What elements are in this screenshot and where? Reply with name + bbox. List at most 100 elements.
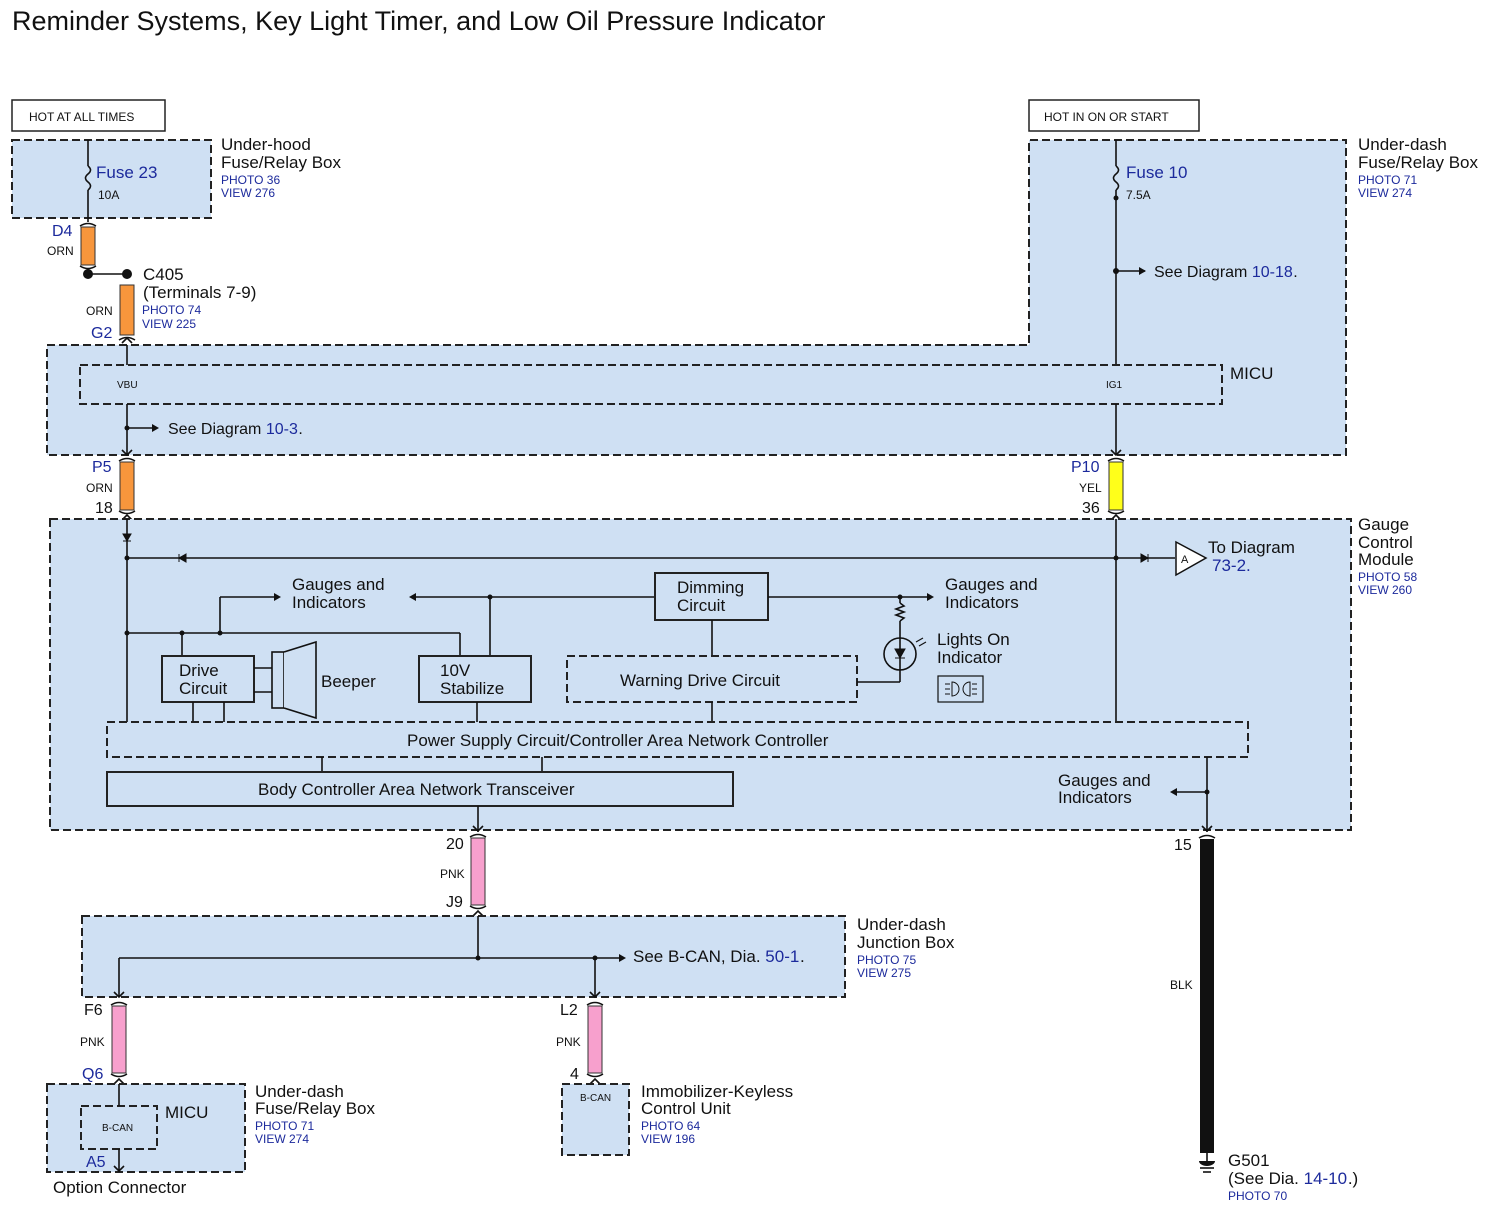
immobilizer-photo: PHOTO 64 — [641, 1119, 700, 1133]
c405-view: VIEW 225 — [142, 317, 196, 331]
wire-yellow-p10 — [1108, 461, 1124, 511]
c405-label: C405 — [143, 265, 184, 284]
wire-black-ground — [1200, 839, 1214, 1153]
wire-orange-g2 — [119, 284, 135, 336]
hot-in-on-label: HOT IN ON OR START — [1044, 110, 1169, 124]
see-bcan-ref[interactable]: 50-1 — [765, 947, 799, 966]
underdash-junction-box — [81, 915, 846, 998]
gauges-label-3a: Gauges and — [1058, 771, 1151, 790]
power-supply-label: Power Supply Circuit/Controller Area Net… — [407, 731, 829, 750]
to-diagram-ref[interactable]: 73-2. — [1212, 556, 1251, 575]
wire-pink-q6 — [111, 1005, 127, 1074]
c405-photo: PHOTO 74 — [142, 303, 201, 317]
c405-terminals: (Terminals 7-9) — [143, 283, 256, 302]
see-diagram-ref-10-3[interactable]: 10-3 — [266, 421, 298, 438]
connector-p10: P10 — [1071, 459, 1100, 476]
10v-stabilize-box — [418, 655, 532, 703]
connector-q6: Q6 — [82, 1066, 103, 1083]
wire-pink-j9 — [470, 837, 486, 906]
underhood-box-name-2: Fuse/Relay Box — [221, 153, 341, 172]
wire-pink-immobilizer — [587, 1005, 603, 1074]
ground-photo: PHOTO 70 — [1228, 1189, 1287, 1203]
wire-orn-1: ORN — [47, 244, 74, 258]
gauges-label-2a: Gauges and — [945, 575, 1038, 594]
off-page-arrow-icon — [1175, 540, 1208, 577]
wire-pnk-3: PNK — [556, 1035, 581, 1049]
see-diagram-ref-10-18[interactable]: 10-18 — [1252, 264, 1293, 281]
see-diagram-10-18: See Diagram 10-18 . — [1154, 264, 1298, 281]
wire-yel: YEL — [1079, 481, 1102, 495]
see-diagram-text-2: See Diagram — [168, 421, 261, 438]
connector-f6: F6 — [84, 1002, 103, 1019]
gcm-view: VIEW 260 — [1358, 583, 1412, 597]
underhood-box-photo: PHOTO 36 — [221, 173, 280, 187]
stabilize-label-1: 10V — [440, 661, 471, 680]
gcm-name-1: Gauge — [1358, 515, 1409, 534]
bottom-micu-label: MICU — [165, 1103, 208, 1122]
wire-orn-2: ORN — [86, 304, 113, 318]
ground-see-end: .) — [1348, 1169, 1358, 1188]
underhood-box-name-1: Under-hood — [221, 135, 311, 154]
underdash-box-name-2: Fuse/Relay Box — [1358, 153, 1478, 172]
see-diagram-10-3: See Diagram 10-3 . — [168, 421, 303, 438]
diode-icon-2 — [177, 553, 187, 563]
immobilizer-bcan: B-CAN — [580, 1093, 611, 1104]
wire-pnk-1: PNK — [440, 867, 465, 881]
wire-pnk-2: PNK — [80, 1035, 105, 1049]
ground-see-ref[interactable]: 14-10 — [1304, 1169, 1347, 1188]
connector-p5: P5 — [92, 459, 112, 476]
underhood-box-view: VIEW 276 — [221, 186, 275, 200]
light-rays-icon — [915, 637, 927, 647]
bottom-micu-bcan: B-CAN — [102, 1123, 133, 1134]
see-diagram-end-1: . — [1293, 264, 1297, 281]
underdash-box-name-1: Under-dash — [1358, 135, 1447, 154]
power-supply-can-controller-box — [106, 721, 1249, 758]
micu-box — [79, 364, 1223, 405]
headlight-symbol-icon — [937, 675, 984, 703]
see-bcan-label: See B-CAN, Dia. 50-1 . — [633, 947, 805, 966]
see-diagram-text-1: See Diagram — [1154, 264, 1247, 281]
gauges-label-1b: Indicators — [292, 593, 366, 612]
beeper-label: Beeper — [321, 672, 376, 691]
junction-box-name-1: Under-dash — [857, 915, 946, 934]
ground-symbol-icon — [1199, 1161, 1215, 1166]
warning-drive-circuit-box — [566, 655, 858, 703]
see-bcan-end: . — [800, 947, 805, 966]
hot-at-all-times-label: HOT AT ALL TIMES — [29, 110, 134, 124]
fuse-23-label: Fuse 23 — [96, 163, 157, 182]
immobilizer-name-1: Immobilizer-Keyless — [641, 1082, 793, 1101]
p5-pin-18: 18 — [95, 500, 113, 517]
connector-j9: J9 — [446, 894, 463, 911]
junction-box-view: VIEW 275 — [857, 966, 911, 980]
off-page-arrow-label: A — [1181, 554, 1189, 566]
ground-g501-label: G501 — [1228, 1151, 1270, 1170]
hot-at-all-times-box — [11, 99, 166, 132]
diode-icon-1 — [122, 533, 132, 543]
gcm-name-2: Control — [1358, 533, 1413, 552]
gcm-name-3: Module — [1358, 550, 1414, 569]
transceiver-label: Body Controller Area Network Transceiver — [258, 780, 575, 799]
junction-box-photo: PHOTO 75 — [857, 953, 916, 967]
wire-orn-3: ORN — [86, 481, 113, 495]
wire-blk: BLK — [1170, 978, 1193, 992]
lights-on-label-2: Indicator — [937, 648, 1003, 667]
gauges-label-1a: Gauges and — [292, 575, 385, 594]
connector-d4: D4 — [52, 223, 73, 240]
immobilizer-pin-4: 4 — [570, 1066, 579, 1083]
see-bcan-text: See B-CAN, Dia. — [633, 947, 761, 966]
gauges-label-3b: Indicators — [1058, 788, 1132, 807]
dimming-label-2: Circuit — [677, 596, 725, 615]
warning-drive-label: Warning Drive Circuit — [620, 671, 780, 690]
see-diagram-end-2: . — [298, 421, 302, 438]
stabilize-label-2: Stabilize — [440, 679, 504, 698]
beeper-icon — [271, 651, 285, 709]
fuse-10-icon — [1112, 165, 1120, 191]
ground-see-dia: (See Dia. 14-10 .) — [1228, 1169, 1358, 1188]
diagram-title: Reminder Systems, Key Light Timer, and L… — [12, 6, 825, 36]
underdash-box-photo: PHOTO 71 — [1358, 173, 1417, 187]
lights-on-label-1: Lights On — [937, 630, 1010, 649]
gauges-label-2b: Indicators — [945, 593, 1019, 612]
fuse-10-label: Fuse 10 — [1126, 163, 1187, 182]
fuse-23-icon — [84, 165, 92, 191]
